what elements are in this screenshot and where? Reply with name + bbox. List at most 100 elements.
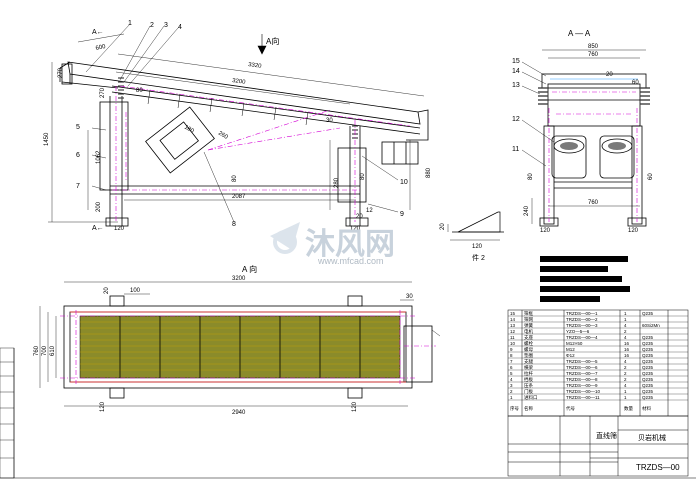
bom-cell: 5 [510,371,513,376]
bom-cell: 4 [624,359,627,364]
bom-cell: TRZDS—00—1 [566,311,598,316]
bom-cell: 12 [510,329,516,334]
bom-cell: 2 [510,389,513,394]
svg-text:240: 240 [524,205,530,216]
callout-3: 3 [164,22,168,29]
svg-text:120: 120 [628,228,639,234]
bom-cell: 压条 [524,382,533,389]
redacted-notes [540,256,630,302]
svg-text:760: 760 [34,345,40,356]
bom-cell: 电机 [524,328,533,335]
watermark: 沐风网 www.mfcad.com [270,222,395,266]
section-marker-top: A← [92,29,104,36]
svg-text:14: 14 [512,68,520,75]
bom-cell: 1 [624,389,627,394]
bom-cell: Q235 [642,359,654,364]
side-callouts: 1 2 3 4 5 6 7 8 9 10 [76,20,408,228]
bom-cell: 筛框 [524,310,533,317]
bom-header-cell: 材料 [642,405,651,412]
bom-cell: Q235 [642,395,654,400]
revision-strip [0,347,15,479]
detail-note: 件 2 [472,253,485,262]
svg-text:270: 270 [58,67,64,78]
company-name: 贝岩机械 [638,433,666,442]
svg-text:15: 15 [512,58,520,65]
section-marker-bottom: A← [92,225,104,232]
svg-text:80: 80 [528,173,534,180]
svg-text:3200: 3200 [232,78,247,86]
svg-text:80: 80 [360,173,366,180]
bom-cell: 螺母 [524,346,533,353]
callout-9: 9 [400,211,404,218]
bom-cell: 筛网 [524,316,533,323]
callout-6: 6 [76,152,80,159]
bom-cell: 支腿 [524,358,533,365]
bom-cell: TRZDS—00—5 [566,359,598,364]
bom-header-cell: 代号 [566,405,575,412]
bom-cell: Q235 [642,335,654,340]
bom-cell: Q235 [642,353,654,358]
svg-text:60: 60 [648,173,654,180]
svg-text:2087: 2087 [232,194,246,200]
svg-text:120: 120 [350,226,361,232]
bom-cell: 11 [510,335,515,340]
bom-cell: TRZDS—00—3 [566,323,598,328]
bom-cell: 2 [624,371,627,376]
callout-8: 8 [232,221,236,228]
bom-cell: 挡板 [524,376,533,383]
bom-cell: 拉杆 [524,370,533,377]
drawing-name: 直线筛 [596,431,617,440]
bom-header-cell: 数量 [624,405,633,412]
bom-cell: 3 [510,383,513,388]
section-view: A — A [512,29,654,234]
side-centerlines [112,85,411,222]
bom-cell: 60Si2Mn [642,323,660,328]
bom-cell: 4 [624,323,627,328]
bom-cell: Q235 [642,365,654,370]
bom-header-cell: 序号 [510,405,519,412]
bom-cell: TRZDS—00—9 [566,383,598,388]
bom-cell: 13 [510,323,516,328]
svg-text:12: 12 [366,208,373,214]
bom-cell: 进料口 [524,394,538,401]
bom-cell: 1 [624,311,627,316]
bom-cell: 1 [510,395,513,400]
svg-text:760: 760 [588,200,599,206]
bom-cell: 2 [624,377,627,382]
bom-cell: 10 [510,341,516,346]
svg-text:280: 280 [334,177,340,188]
bom-cell: Q235 [642,383,654,388]
svg-text:880: 880 [426,167,432,178]
callout-1: 1 [128,20,132,27]
section-title: A — A [568,29,591,38]
svg-text:3200: 3200 [232,276,246,282]
side-view: 1 2 3 4 5 6 7 8 9 10 600 270 3320 3200 2… [44,20,432,232]
svg-text:120: 120 [114,226,125,232]
plan-edges [70,311,406,383]
svg-text:600: 600 [95,44,107,52]
bom-cell: 16 [624,353,630,358]
section-callouts: 15 14 13 12 11 [512,58,520,153]
bom-cell: 16 [624,341,630,346]
svg-text:270: 270 [100,87,106,98]
bom-cell: 8 [510,353,513,358]
bom-cell: TRZDS—00—11 [566,395,600,400]
svg-text:100: 100 [130,288,141,294]
svg-text:20: 20 [104,287,110,294]
bom-cell: 支座 [524,334,533,341]
bom-cell: 9 [510,347,513,352]
drawing-number: TRZDS—00 [636,463,680,472]
bom-cell: 垫圈 [524,352,533,359]
bom-header-cell: 名称 [524,405,533,412]
bom-cell: Q235 [642,311,654,316]
svg-text:1062: 1062 [96,150,102,164]
svg-text:13: 13 [512,82,520,89]
bom-cell: 门板 [524,388,533,395]
svg-text:700: 700 [42,345,48,356]
bom-cell: Φ12 [566,353,575,358]
detail-part-2: 20 120 件 2 [440,211,504,262]
plan-view: A 向 [34,264,441,416]
svg-text:30: 30 [406,294,413,300]
